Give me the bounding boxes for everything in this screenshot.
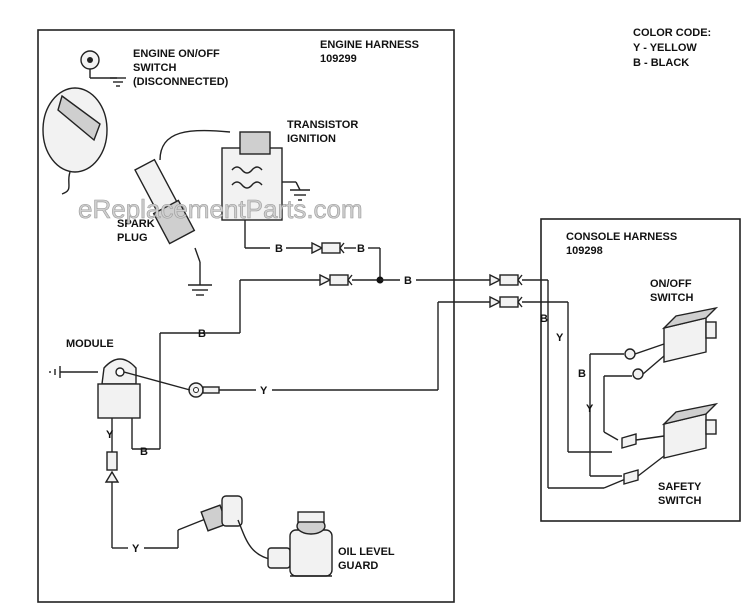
engine-harness-part-number: 109299 [320, 53, 357, 65]
svg-text:IGNITION: IGNITION [287, 133, 336, 145]
wire-label-oil-yellow: Y [132, 543, 140, 555]
oil-level-guard-icon [200, 495, 333, 577]
spark-plug-label: SPARK PLUG [117, 218, 155, 244]
wire-label-module-down-yellow: Y [106, 429, 114, 441]
wire-label-switch-black: B [578, 368, 586, 380]
connector-oil-guard [104, 451, 120, 483]
oil-level-guard-label: OIL LEVEL GUARD [338, 546, 395, 572]
console-harness-part-number: 109298 [566, 245, 603, 257]
color-code-title: COLOR CODE: [633, 27, 711, 39]
svg-text:ENGINE ON/OFF: ENGINE ON/OFF [133, 48, 220, 60]
wire-label-ignition-black-2: B [357, 243, 365, 255]
connector-ignition [311, 241, 345, 255]
svg-text:(DISCONNECTED): (DISCONNECTED) [133, 76, 229, 88]
transistor-ignition-label: TRANSISTOR IGNITION [287, 119, 358, 145]
wire-label-module-down-black: B [140, 446, 148, 458]
engine-harness-frame [37, 29, 455, 603]
engine-harness-title: ENGINE HARNESS [320, 39, 419, 51]
color-code-legend: COLOR CODE: Y - YELLOW B - BLACK [633, 27, 711, 69]
console-harness-frame [540, 218, 741, 522]
wire-label-module-yellow: Y [260, 385, 268, 397]
ring-terminal [188, 382, 220, 398]
wire-label-switch-yellow: Y [586, 403, 594, 415]
svg-text:OIL LEVEL: OIL LEVEL [338, 546, 395, 558]
wire-label-junction-black: B [404, 275, 412, 287]
svg-text:GUARD: GUARD [338, 560, 378, 572]
safety-switch-icon [621, 402, 719, 485]
console-harness-title: CONSOLE HARNESS [566, 231, 677, 243]
connector-harness-black [489, 273, 523, 287]
on-off-switch-label: ON/OFF SWITCH [650, 278, 693, 304]
spark-plug-icon [134, 129, 231, 296]
connector-harness-yellow [489, 295, 523, 309]
svg-text:PLUG: PLUG [117, 232, 148, 244]
wire-label-ignition-black: B [275, 243, 283, 255]
on-off-switch-icon [624, 306, 719, 380]
svg-text:TRANSISTOR: TRANSISTOR [287, 119, 358, 131]
wire-label-console-black: B [540, 313, 548, 325]
svg-text:SAFETY: SAFETY [658, 481, 702, 493]
wire-label-console-yellow: Y [556, 332, 564, 344]
svg-text:SWITCH: SWITCH [658, 495, 701, 507]
color-code-black: B - BLACK [633, 57, 689, 69]
color-code-yellow: Y - YELLOW [633, 42, 697, 54]
svg-text:SWITCH: SWITCH [650, 292, 693, 304]
connector-module-black [319, 273, 353, 287]
transistor-ignition-icon [221, 131, 310, 249]
module-icon [49, 358, 191, 452]
engine-on-off-switch-icon [42, 50, 126, 195]
svg-text:ON/OFF: ON/OFF [650, 278, 692, 290]
svg-text:SPARK: SPARK [117, 218, 155, 230]
svg-text:SWITCH: SWITCH [133, 62, 176, 74]
wire-label-module-black: B [198, 328, 206, 340]
safety-switch-label: SAFETY SWITCH [658, 481, 702, 507]
engine-on-off-switch-label: ENGINE ON/OFF SWITCH (DISCONNECTED) [133, 48, 229, 88]
module-label: MODULE [66, 338, 114, 350]
watermark-text: eReplacementParts.com [78, 194, 363, 224]
